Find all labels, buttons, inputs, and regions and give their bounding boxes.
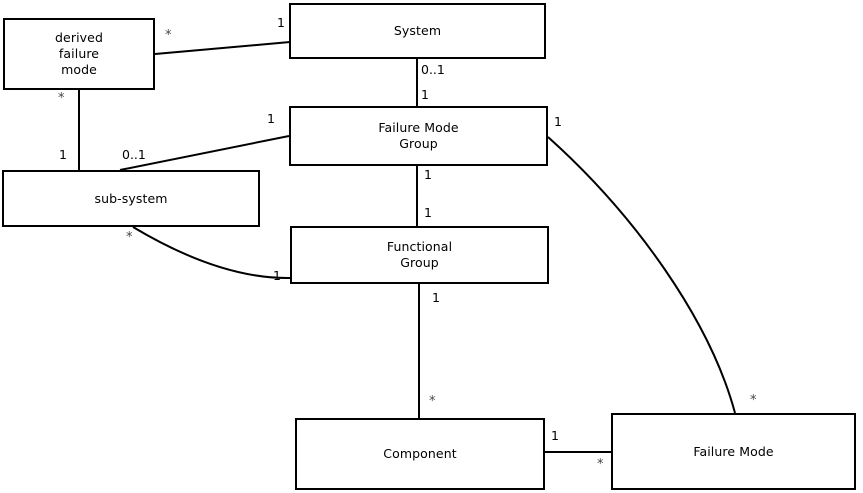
association-edge-dfm-system — [154, 41, 291, 55]
multiplicity-m-system-fmg-bottom: 1 — [421, 87, 429, 102]
multiplicity-m-fmg-fg-bottom: 1 — [424, 205, 432, 220]
class-box-label-failure-mode-group: Failure Mode Group — [378, 120, 459, 151]
class-box-label-sub-system: sub-system — [94, 190, 168, 206]
multiplicity-m-subsys-fmg-source: 0..1 — [122, 147, 146, 162]
class-box-failure-mode[interactable]: Failure Mode — [611, 413, 856, 490]
multiplicity-m-fmg-fm-target: * — [750, 393, 757, 408]
multiplicity-m-fg-comp-top: 1 — [432, 290, 440, 305]
class-box-label-failure-mode: Failure Mode — [693, 443, 774, 459]
class-box-component[interactable]: Component — [295, 418, 545, 490]
class-box-label-component: Component — [383, 446, 457, 461]
multiplicity-m-fg-comp-bottom: * — [429, 394, 436, 409]
multiplicity-m-subsys-fg-source: * — [126, 230, 133, 245]
multiplicity-m-system-fmg-top: 0..1 — [421, 62, 445, 77]
multiplicity-m-subsys-fmg-target: 1 — [267, 111, 275, 126]
multiplicity-m-dfm-system-source: * — [165, 28, 172, 43]
association-edge-fmg-fm — [547, 136, 736, 414]
class-box-label-derived-failure-mode: derived failure mode — [55, 30, 103, 77]
association-edge-subsys-fg — [132, 226, 291, 280]
multiplicity-m-subsys-fg-target: 1 — [273, 268, 281, 283]
class-box-failure-mode-group[interactable]: Failure Mode Group — [289, 106, 548, 166]
multiplicity-m-dfm-subsys-top: * — [58, 91, 65, 106]
class-box-sub-system[interactable]: sub-system — [2, 170, 260, 227]
class-box-derived-failure-mode[interactable]: derived failure mode — [3, 18, 155, 90]
association-edge-subsys-fmg — [119, 135, 290, 171]
multiplicity-m-fmg-fm-source: 1 — [554, 114, 562, 129]
multiplicity-m-comp-fm-source: 1 — [551, 428, 559, 443]
class-box-label-system: System — [393, 23, 442, 38]
multiplicity-m-comp-fm-target: * — [597, 457, 604, 472]
multiplicity-m-dfm-system-target: 1 — [277, 15, 285, 30]
class-box-system[interactable]: System — [289, 3, 546, 59]
multiplicity-m-dfm-subsys-bottom: 1 — [59, 147, 67, 162]
multiplicity-m-fmg-fg-top: 1 — [424, 167, 432, 182]
class-box-label-functional-group: Functional Group — [386, 239, 453, 270]
class-box-functional-group[interactable]: Functional Group — [290, 226, 549, 284]
